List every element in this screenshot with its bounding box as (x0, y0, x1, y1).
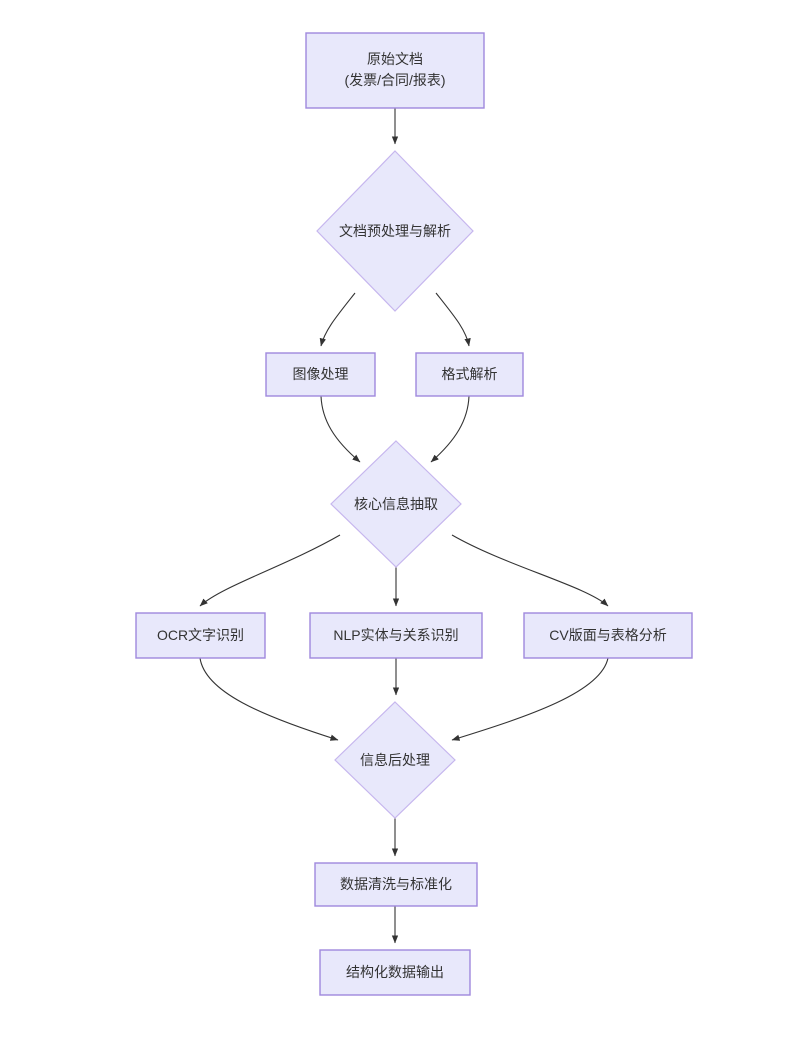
node-n8-shape[interactable] (523, 612, 693, 659)
edge-n8-n9 (451, 657, 609, 741)
node-n10-shape[interactable] (314, 862, 478, 907)
node-n9-shape[interactable] (334, 701, 456, 819)
edge-n4-n5 (430, 395, 470, 463)
edge-n5-n8 (451, 534, 609, 607)
node-n4-shape[interactable] (415, 352, 524, 397)
edge-n2-n4 (435, 292, 471, 347)
edge-n3-n5 (320, 395, 361, 463)
edge-layer (199, 108, 609, 944)
node-n1-shape[interactable] (305, 32, 485, 109)
node-n5-shape[interactable] (330, 440, 462, 568)
node-n6-shape[interactable] (135, 612, 266, 659)
edge-n2-n3 (319, 292, 356, 347)
edge-n6-n9 (199, 657, 339, 741)
node-n3-shape[interactable] (265, 352, 376, 397)
node-n7-shape[interactable] (309, 612, 483, 659)
node-n11-shape[interactable] (319, 949, 471, 996)
node-shape-layer (135, 32, 693, 996)
node-n2-shape[interactable] (316, 150, 474, 312)
edge-n5-n6 (199, 534, 341, 607)
